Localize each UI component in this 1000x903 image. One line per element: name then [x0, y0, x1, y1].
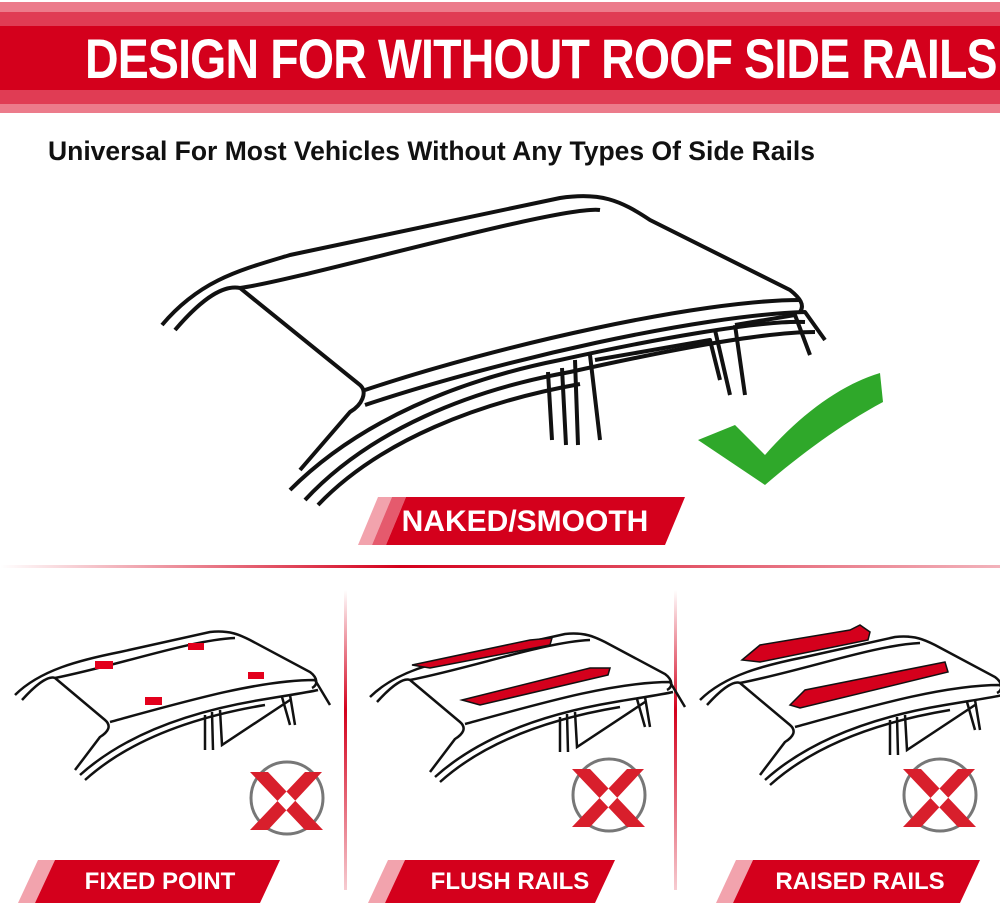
flush-rails-label: FLUSH RAILS: [430, 868, 590, 895]
panel-divider: [674, 590, 677, 890]
raised-rails-label: RAISED RAILS: [775, 868, 945, 895]
section-divider: [0, 565, 1000, 568]
fixed-point-markers: [95, 643, 264, 705]
flush-rails: [411, 637, 611, 706]
x-icon: [249, 760, 325, 836]
fixed-point-banner: [18, 860, 280, 903]
header-banner: DESIGN FOR WITHOUT ROOF SIDE RAILS ONLY: [0, 0, 1000, 115]
check-icon: [698, 373, 883, 485]
naked-smooth-banner: [358, 497, 685, 545]
header-title: DESIGN FOR WITHOUT ROOF SIDE RAILS ONLY: [85, 27, 1000, 90]
raised-rails-banner: [716, 860, 980, 903]
panel-divider: [344, 590, 347, 890]
smooth-roof-car-drawing: [160, 194, 827, 507]
subtitle: Universal For Most Vehicles Without Any …: [48, 136, 815, 166]
fixed-point-label: FIXED POINT: [84, 868, 236, 895]
flush-rails-banner: [368, 860, 615, 903]
x-icon: [571, 757, 647, 833]
naked-smooth-label: NAKED/SMOOTH: [401, 505, 649, 538]
raised-rails: [740, 624, 949, 709]
x-icon: [902, 757, 978, 833]
